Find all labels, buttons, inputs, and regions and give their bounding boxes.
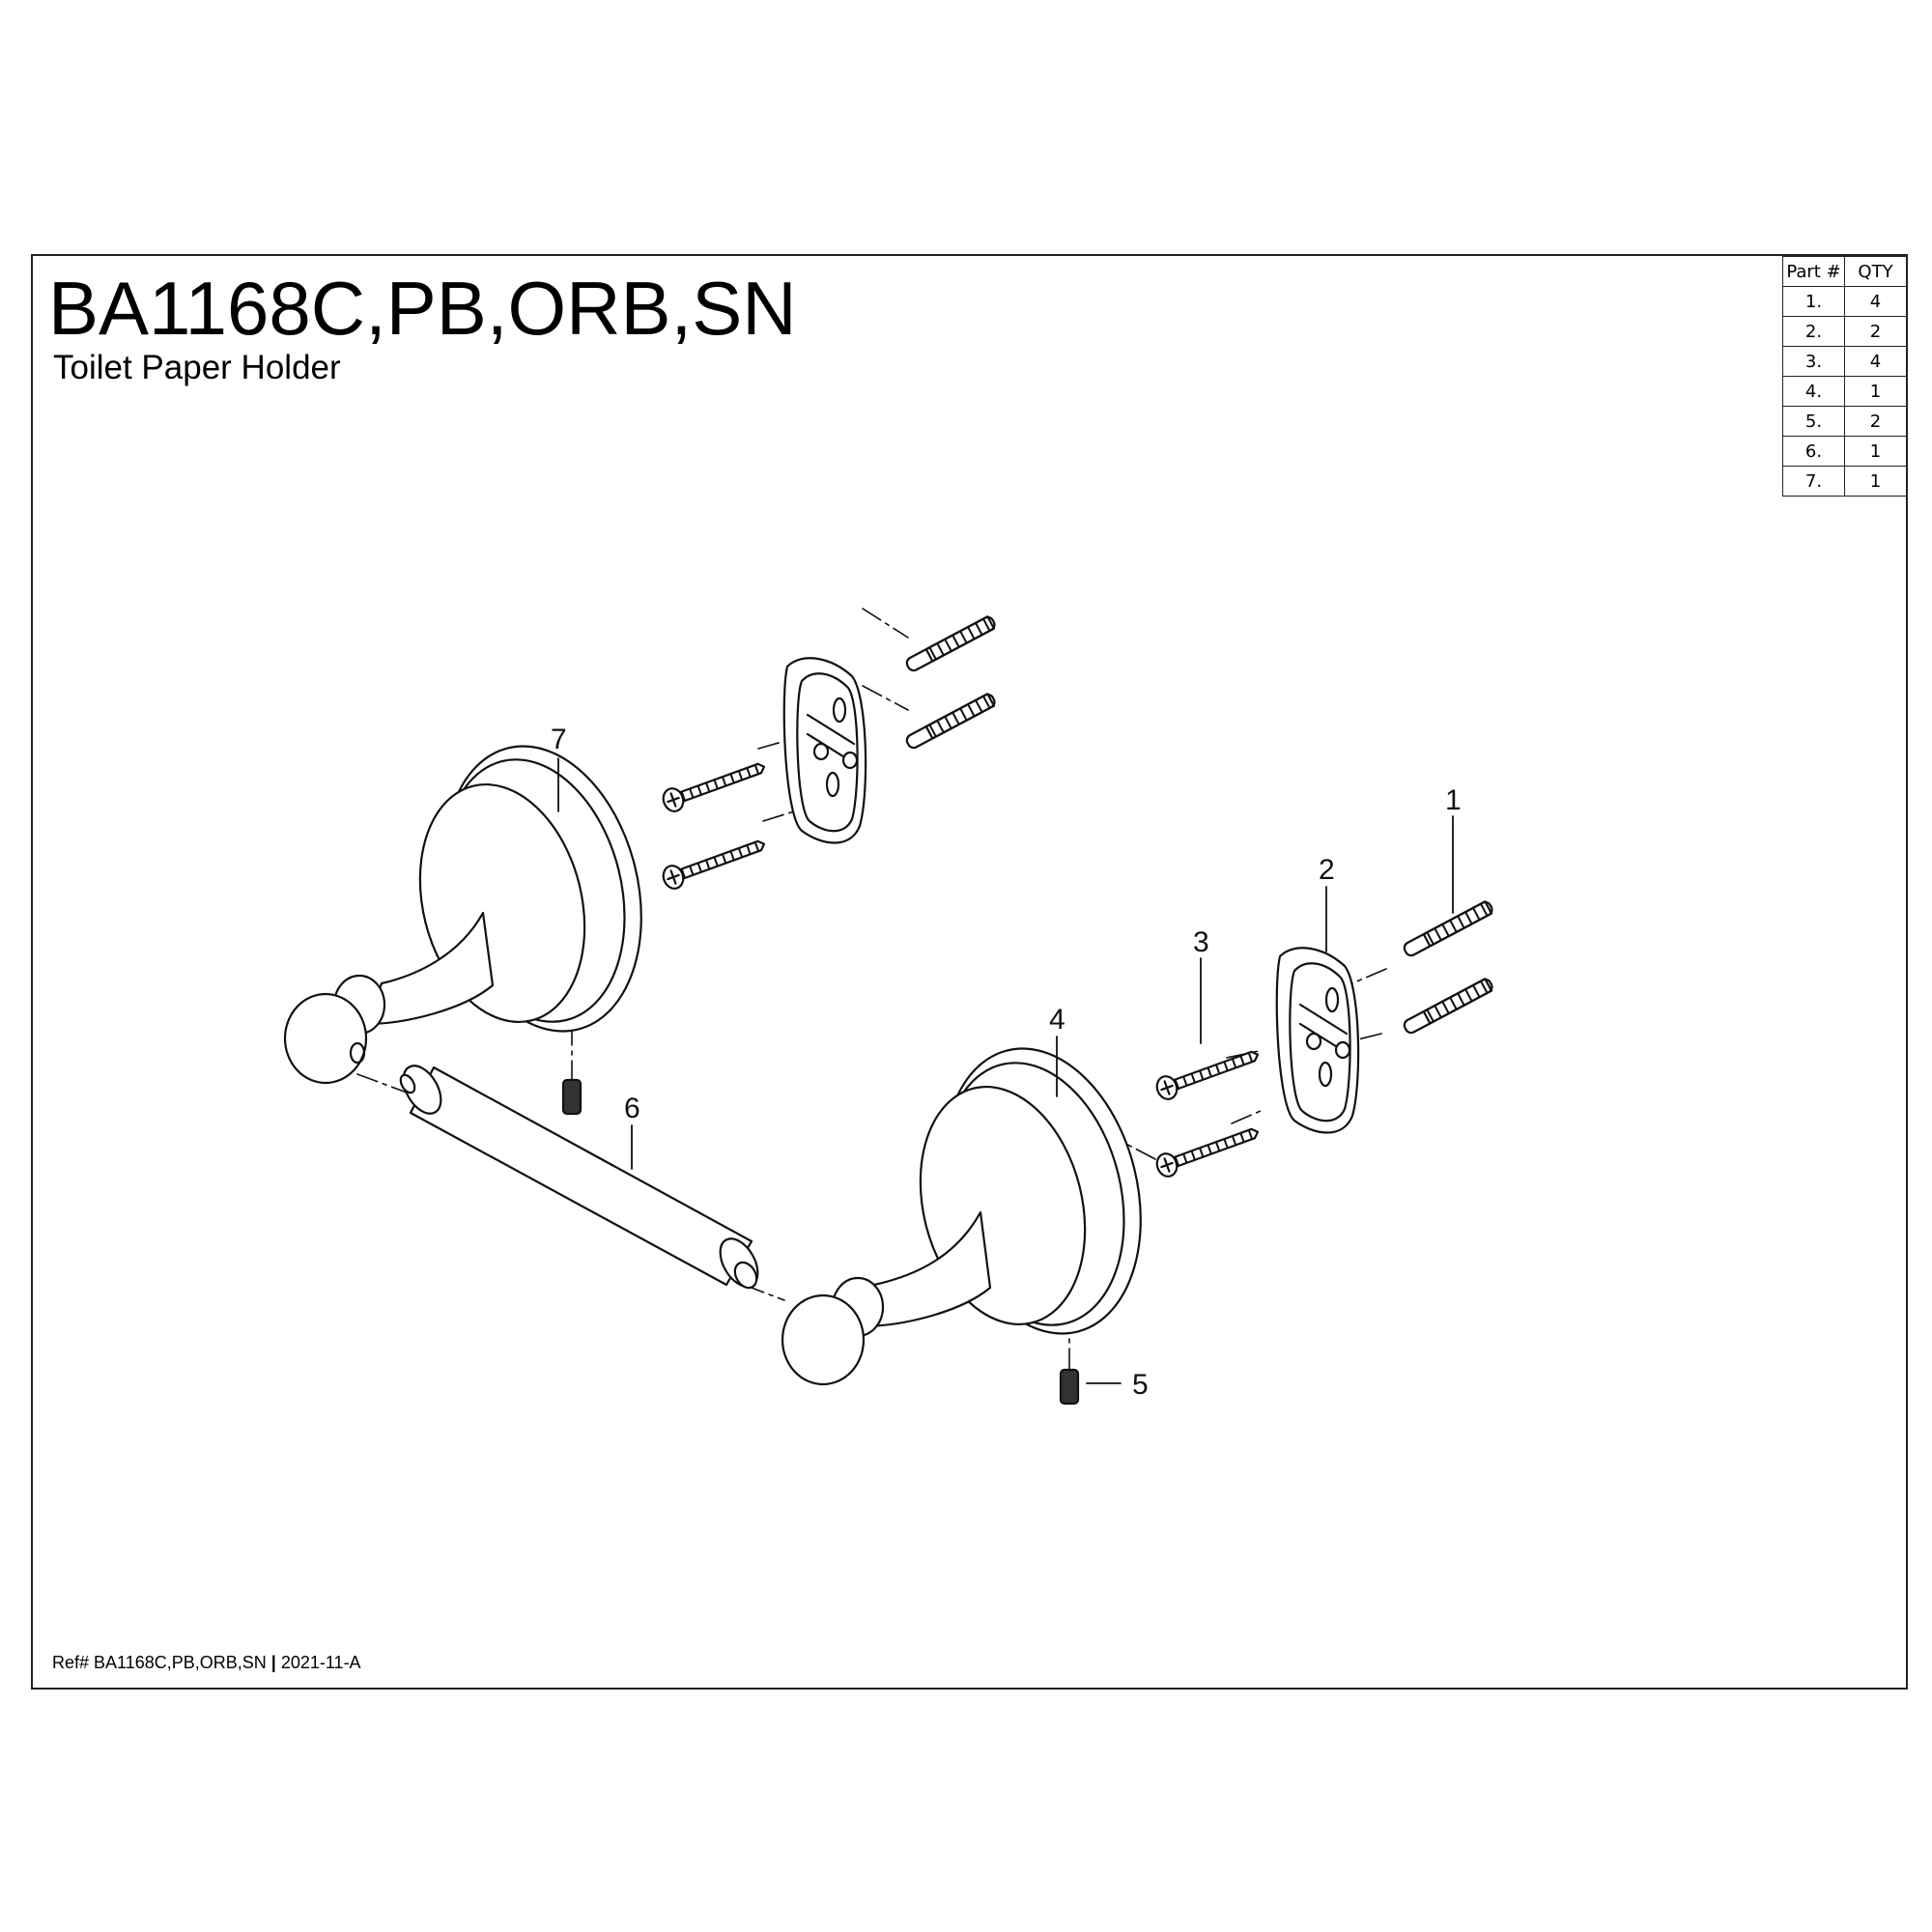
table-row: 6.1 <box>1782 436 1907 467</box>
quantity-cell: 1 <box>1844 436 1907 467</box>
header-part-number: Part # <box>1782 256 1845 287</box>
parts-quantity-table: Part # QTY 1.4 2.2 3.4 4.1 5.2 6.1 7.1 <box>1782 256 1907 497</box>
part-2-mounting-plate-upper <box>782 657 867 844</box>
part-7-left-post <box>283 745 642 1085</box>
part-number-cell: 7. <box>1782 466 1845 497</box>
table-row: 2.2 <box>1782 316 1907 347</box>
part-6-paper-roller <box>399 1065 759 1290</box>
product-subtitle: Toilet Paper Holder <box>53 349 341 386</box>
part-2-mounting-plate-lower <box>1275 947 1360 1134</box>
quantity-cell: 2 <box>1844 406 1907 437</box>
reference-footer: Ref# BA1168C,PB,ORB,SN | 2021-11-A <box>52 1654 361 1671</box>
header-quantity: QTY <box>1844 256 1907 287</box>
quantity-cell: 1 <box>1844 376 1907 407</box>
part-3-wood-screws <box>662 762 1260 1178</box>
table-row: 3.4 <box>1782 346 1907 377</box>
drawing-frame <box>31 254 1908 1690</box>
part-number-cell: 5. <box>1782 406 1845 437</box>
part-1-wall-anchors <box>905 615 1493 1035</box>
callout-2: 2 <box>1319 854 1335 886</box>
callout-7: 7 <box>551 724 567 755</box>
part-5-set-screws <box>561 1078 1080 1406</box>
model-title: BA1168C,PB,ORB,SN <box>48 266 797 351</box>
table-row: 7.1 <box>1782 466 1907 497</box>
footer-separator: | <box>270 1653 276 1672</box>
callout-4: 4 <box>1049 1004 1065 1036</box>
table-row: 5.2 <box>1782 406 1907 437</box>
callout-leader-lines <box>557 757 1454 1384</box>
callout-5: 5 <box>1132 1369 1149 1401</box>
quantity-cell: 1 <box>1844 466 1907 497</box>
reference-number: Ref# BA1168C,PB,ORB,SN <box>52 1653 267 1672</box>
callout-6: 6 <box>624 1093 640 1124</box>
callout-numbers: 7 1 2 3 4 6 5 <box>551 724 1462 1401</box>
table-header-row: Part # QTY <box>1782 256 1907 287</box>
part-number-cell: 6. <box>1782 436 1845 467</box>
revision-code: 2021-11-A <box>280 1653 361 1672</box>
table-row: 4.1 <box>1782 376 1907 407</box>
quantity-cell: 2 <box>1844 316 1907 347</box>
callout-1: 1 <box>1445 784 1462 816</box>
part-number-cell: 3. <box>1782 346 1845 377</box>
callout-3: 3 <box>1193 926 1209 958</box>
part-4-right-post <box>781 1047 1142 1386</box>
